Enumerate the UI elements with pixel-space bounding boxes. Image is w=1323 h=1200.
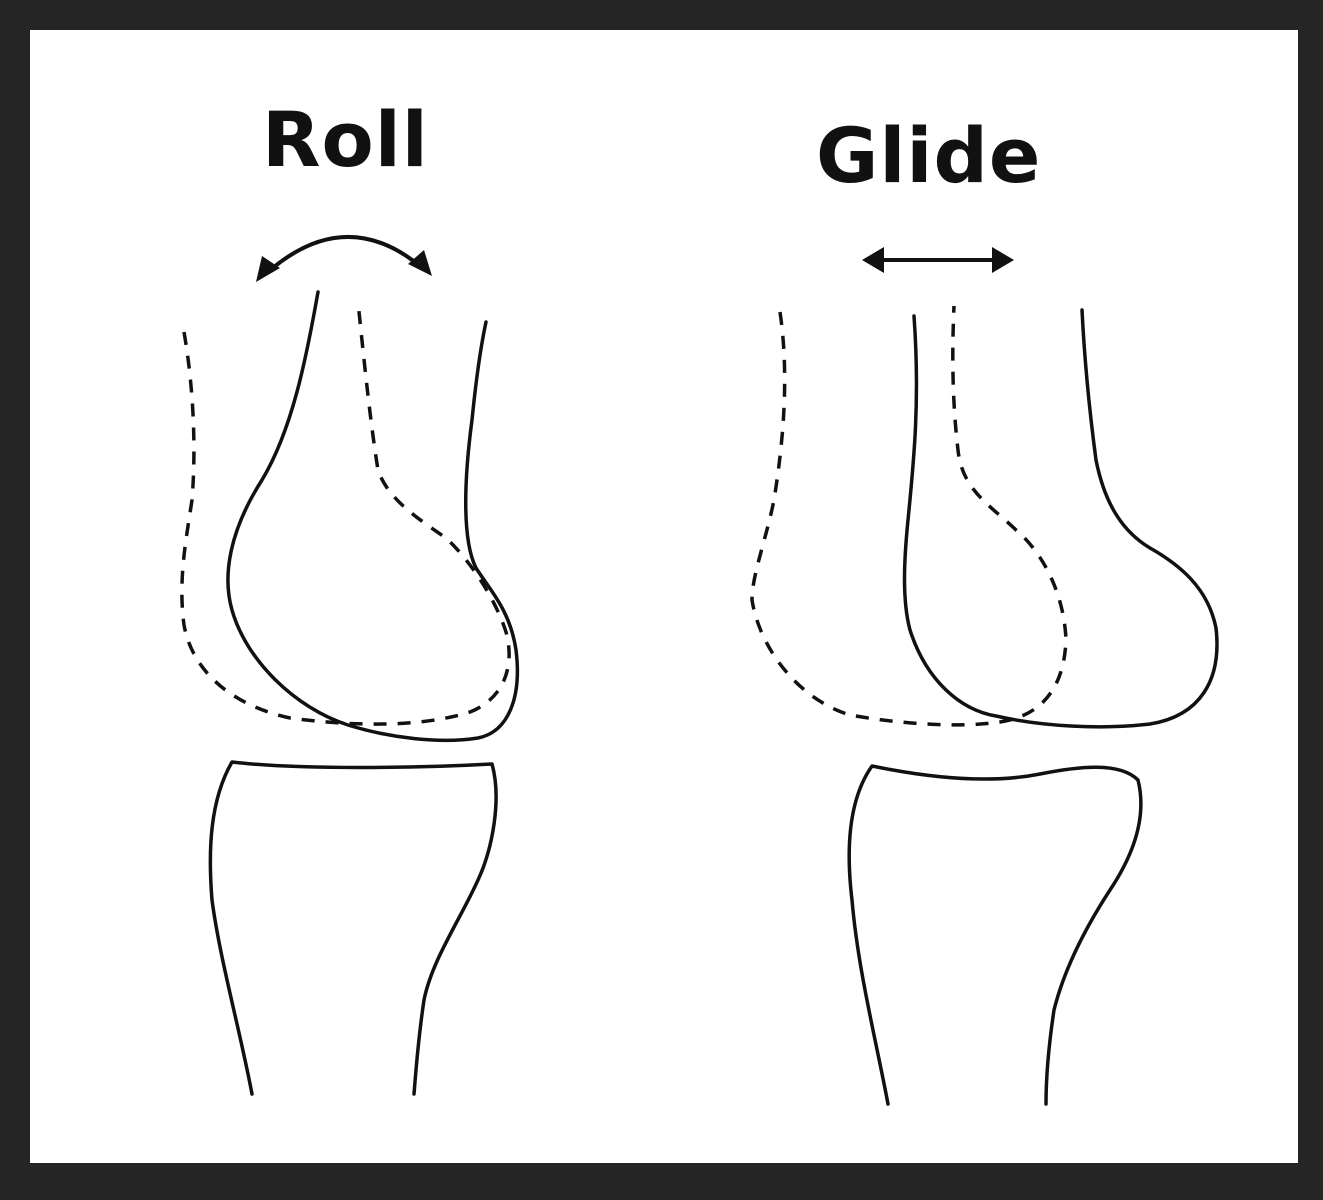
glide-tibia-outline [847,764,1143,1106]
glide-panel [750,247,1219,1106]
roll-femur-outline [226,290,520,743]
roll-title: Roll [262,95,429,184]
roll-panel [180,235,520,1096]
straight-double-arrow-icon [862,247,1014,273]
diagram-canvas: Roll Glide [30,30,1298,1163]
roll-femur-dashed-outline [180,301,511,726]
glide-femur-outline [902,308,1219,729]
curved-double-arrow-icon [256,235,432,282]
glide-title: Glide [816,111,1042,200]
roll-tibia-outline [208,760,498,1096]
